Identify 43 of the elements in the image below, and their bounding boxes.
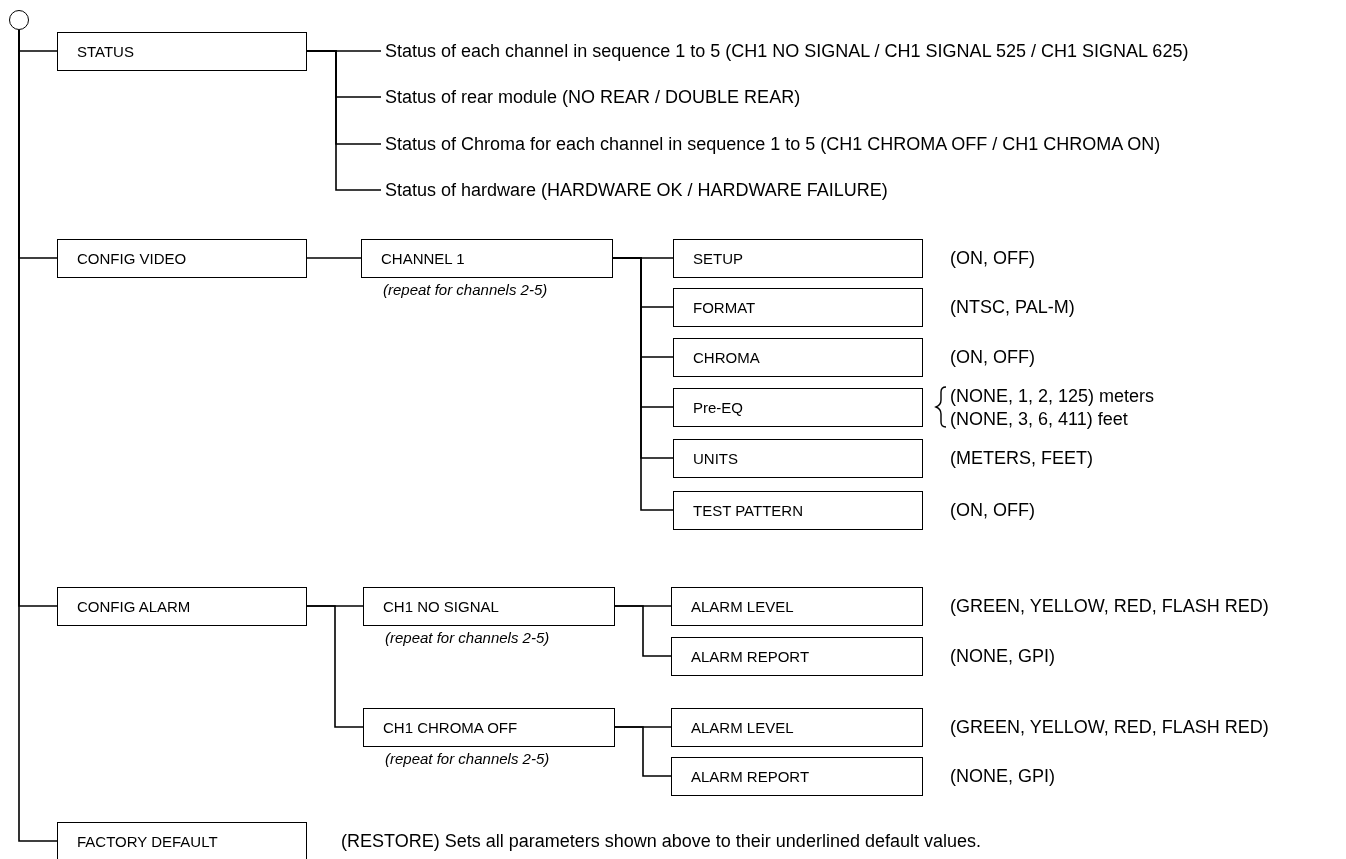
restore-note: (RESTORE) Sets all parameters shown above to their underlined default values. — [341, 830, 981, 852]
status-description: Status of each channel in sequence 1 to 5 (CH1 NO SIGNAL / CH1 SIGNAL 525 / CH1 SIGNAL 625) — [381, 40, 1189, 62]
option-values: (NONE, 3, 6, 411) feet — [950, 408, 1128, 429]
option-values: (NONE, GPI) — [950, 645, 1055, 667]
menu-item-box: CH1 NO SIGNAL — [363, 586, 615, 626]
option-values: (GREEN, YELLOW, RED, FLASH RED) — [950, 716, 1269, 738]
connector-line — [306, 605, 364, 728]
menu-item-box: CHROMA — [673, 337, 923, 377]
menu-item-box: CH1 CHROMA OFF — [363, 707, 615, 747]
option-values: (ON, OFF) — [950, 346, 1035, 368]
menu-item-box: FACTORY DEFAULT — [57, 821, 307, 859]
menu-item-box: ALARM LEVEL — [671, 586, 923, 626]
option-values: (METERS, FEET) — [950, 447, 1093, 469]
connector-line — [614, 726, 672, 777]
option-values: (ON, OFF) — [950, 247, 1035, 269]
start-circle — [9, 10, 29, 30]
status-description: Status of rear module (NO REAR / DOUBLE REAR) — [381, 86, 801, 108]
connector-line — [306, 50, 382, 191]
option-values: (NONE, 1, 2, 125) meters — [950, 385, 1155, 406]
menu-item-box: FORMAT — [673, 287, 923, 327]
connector-line — [612, 257, 674, 511]
menu-item-box: CONFIG VIDEO — [57, 238, 307, 278]
menu-item-box: CHANNEL 1 — [361, 238, 613, 278]
menu-item-box: ALARM REPORT — [671, 636, 923, 676]
menu-item-box: SETUP — [673, 238, 923, 278]
repeat-note: (repeat for channels 2-5) — [385, 628, 550, 646]
connector-line — [614, 605, 672, 657]
connector-line — [306, 257, 362, 259]
repeat-note: (repeat for channels 2-5) — [385, 749, 550, 767]
option-values: (NONE, GPI) — [950, 765, 1055, 787]
menu-item-box: ALARM LEVEL — [671, 707, 923, 747]
status-description: Status of Chroma for each channel in sequence 1 to 5 (CH1 CHROMA OFF / CH1 CHROMA ON) — [381, 133, 1161, 155]
option-values: (GREEN, YELLOW, RED, FLASH RED) — [950, 595, 1269, 617]
menu-item-box: TEST PATTERN — [673, 490, 923, 530]
status-description: Status of hardware (HARDWARE OK / HARDWARE FAILURE) — [381, 179, 888, 201]
menu-item-box: STATUS — [57, 31, 307, 71]
menu-item-box: Pre-EQ — [673, 387, 923, 427]
repeat-note: (repeat for channels 2-5) — [383, 280, 548, 298]
menu-item-box: ALARM REPORT — [671, 756, 923, 796]
option-values: (ON, OFF) — [950, 499, 1035, 521]
option-values: (NTSC, PAL-M) — [950, 296, 1075, 318]
menu-item-box: CONFIG ALARM — [57, 586, 307, 626]
menu-item-box: UNITS — [673, 438, 923, 478]
